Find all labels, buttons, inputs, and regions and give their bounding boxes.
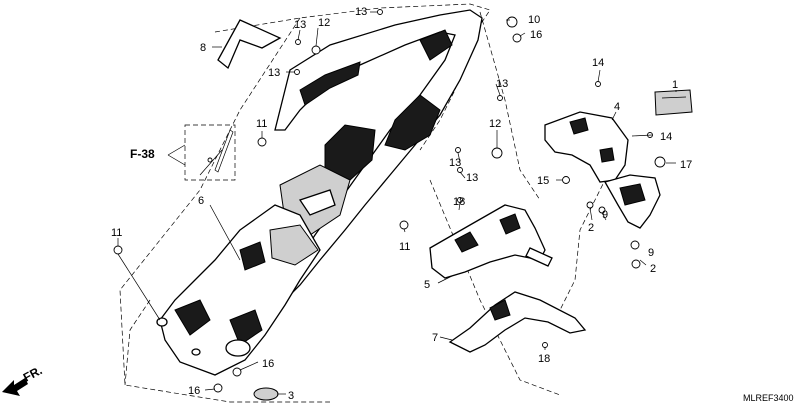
callout-13e: 13 [449, 157, 461, 169]
callout-13d: 13 [496, 78, 508, 90]
fasteners [113, 9, 666, 401]
callout-9b: 9 [648, 247, 654, 259]
callout-16a: 16 [530, 29, 542, 41]
callout-12a: 12 [318, 17, 330, 29]
f38-detail-box [184, 124, 236, 181]
front-direction-arrow-icon [2, 378, 28, 396]
callout-18b: 18 [538, 353, 550, 365]
callout-4: 4 [614, 101, 620, 113]
callout-15: 15 [537, 175, 549, 187]
part-1-reflector [654, 89, 693, 116]
leader-lines [117, 11, 677, 395]
callout-16b: 16 [262, 358, 274, 370]
callout-8: 8 [200, 42, 206, 54]
rear-frame-assembly [156, 9, 483, 376]
callout-13a: 13 [294, 19, 306, 31]
callout-1: 1 [672, 79, 678, 91]
callout-13b: 13 [355, 6, 367, 18]
callout-2a: 2 [588, 222, 594, 234]
section-reference: F-38 [130, 147, 155, 161]
callout-2b: 2 [650, 263, 656, 275]
callout-12b: 12 [489, 118, 501, 130]
callout-13c: 13 [268, 67, 280, 79]
callout-6: 6 [198, 195, 204, 207]
part-4-license-bracket [544, 111, 661, 229]
callout-14a: 14 [592, 57, 604, 69]
diagram-code: MLREF3400 [743, 393, 794, 403]
callout-7: 7 [432, 332, 438, 344]
callout-3: 3 [288, 390, 294, 402]
callout-11a: 11 [256, 118, 267, 130]
callout-17: 17 [680, 159, 692, 171]
callout-labels: 1 2 2 3 4 5 6 7 8 9 9 10 11 11 11 12 12 … [111, 6, 692, 402]
part-5-bracket [429, 204, 553, 279]
callout-5: 5 [424, 279, 430, 291]
callout-13f: 13 [466, 172, 478, 184]
callout-14b: 14 [660, 131, 672, 143]
callout-11c: 11 [111, 227, 122, 239]
part-8-trim [217, 19, 282, 70]
callout-18a: 18 [453, 196, 465, 208]
callout-16c: 16 [188, 385, 200, 397]
callout-10: 10 [528, 14, 540, 26]
callout-9a: 9 [602, 209, 608, 221]
callout-11b: 11 [399, 241, 410, 253]
part-7-inner-fender [448, 291, 587, 353]
